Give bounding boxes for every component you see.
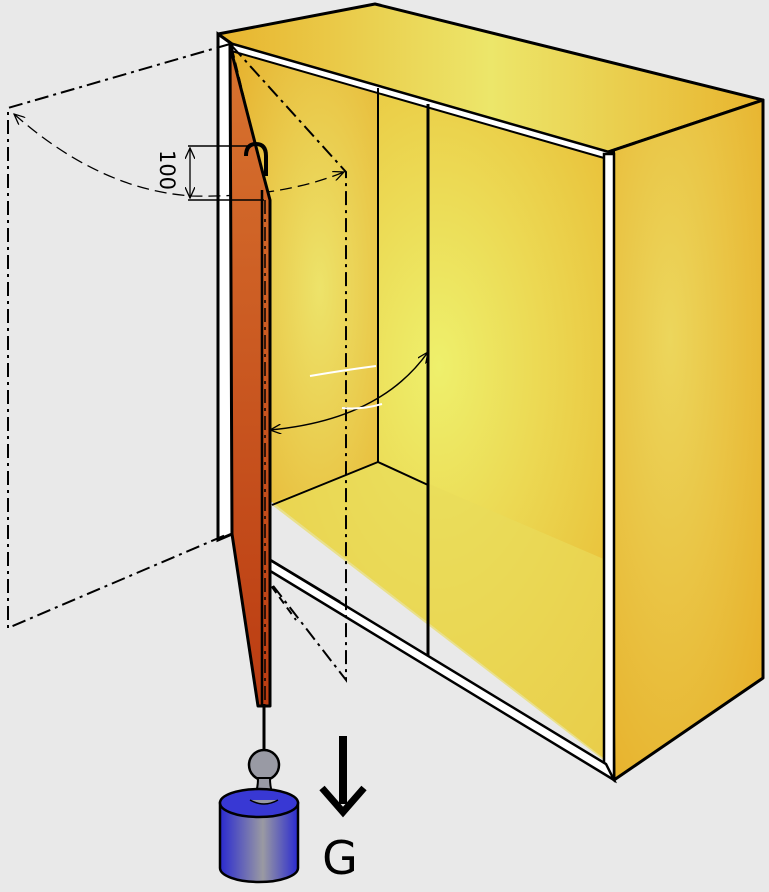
inner-swing-arc (270, 352, 428, 430)
sag-dimension: 100 (155, 145, 264, 201)
weight-body (218, 801, 300, 884)
force-arrow-icon (319, 785, 367, 818)
force-indicator: G (319, 736, 367, 885)
hanging-weight (218, 704, 300, 884)
sag-dimension-label: 100 (155, 150, 179, 190)
open-door-outline (7, 43, 231, 630)
door-hook (244, 141, 268, 176)
cabinet-bottom-shelf (272, 462, 606, 762)
weight-knob (247, 748, 281, 782)
force-label: G (322, 831, 358, 885)
cabinet-right-front-edge (602, 152, 616, 784)
cabinet-right-side-panel (606, 98, 765, 782)
sagging-door (228, 44, 272, 708)
half-open-door-outline (231, 45, 347, 683)
